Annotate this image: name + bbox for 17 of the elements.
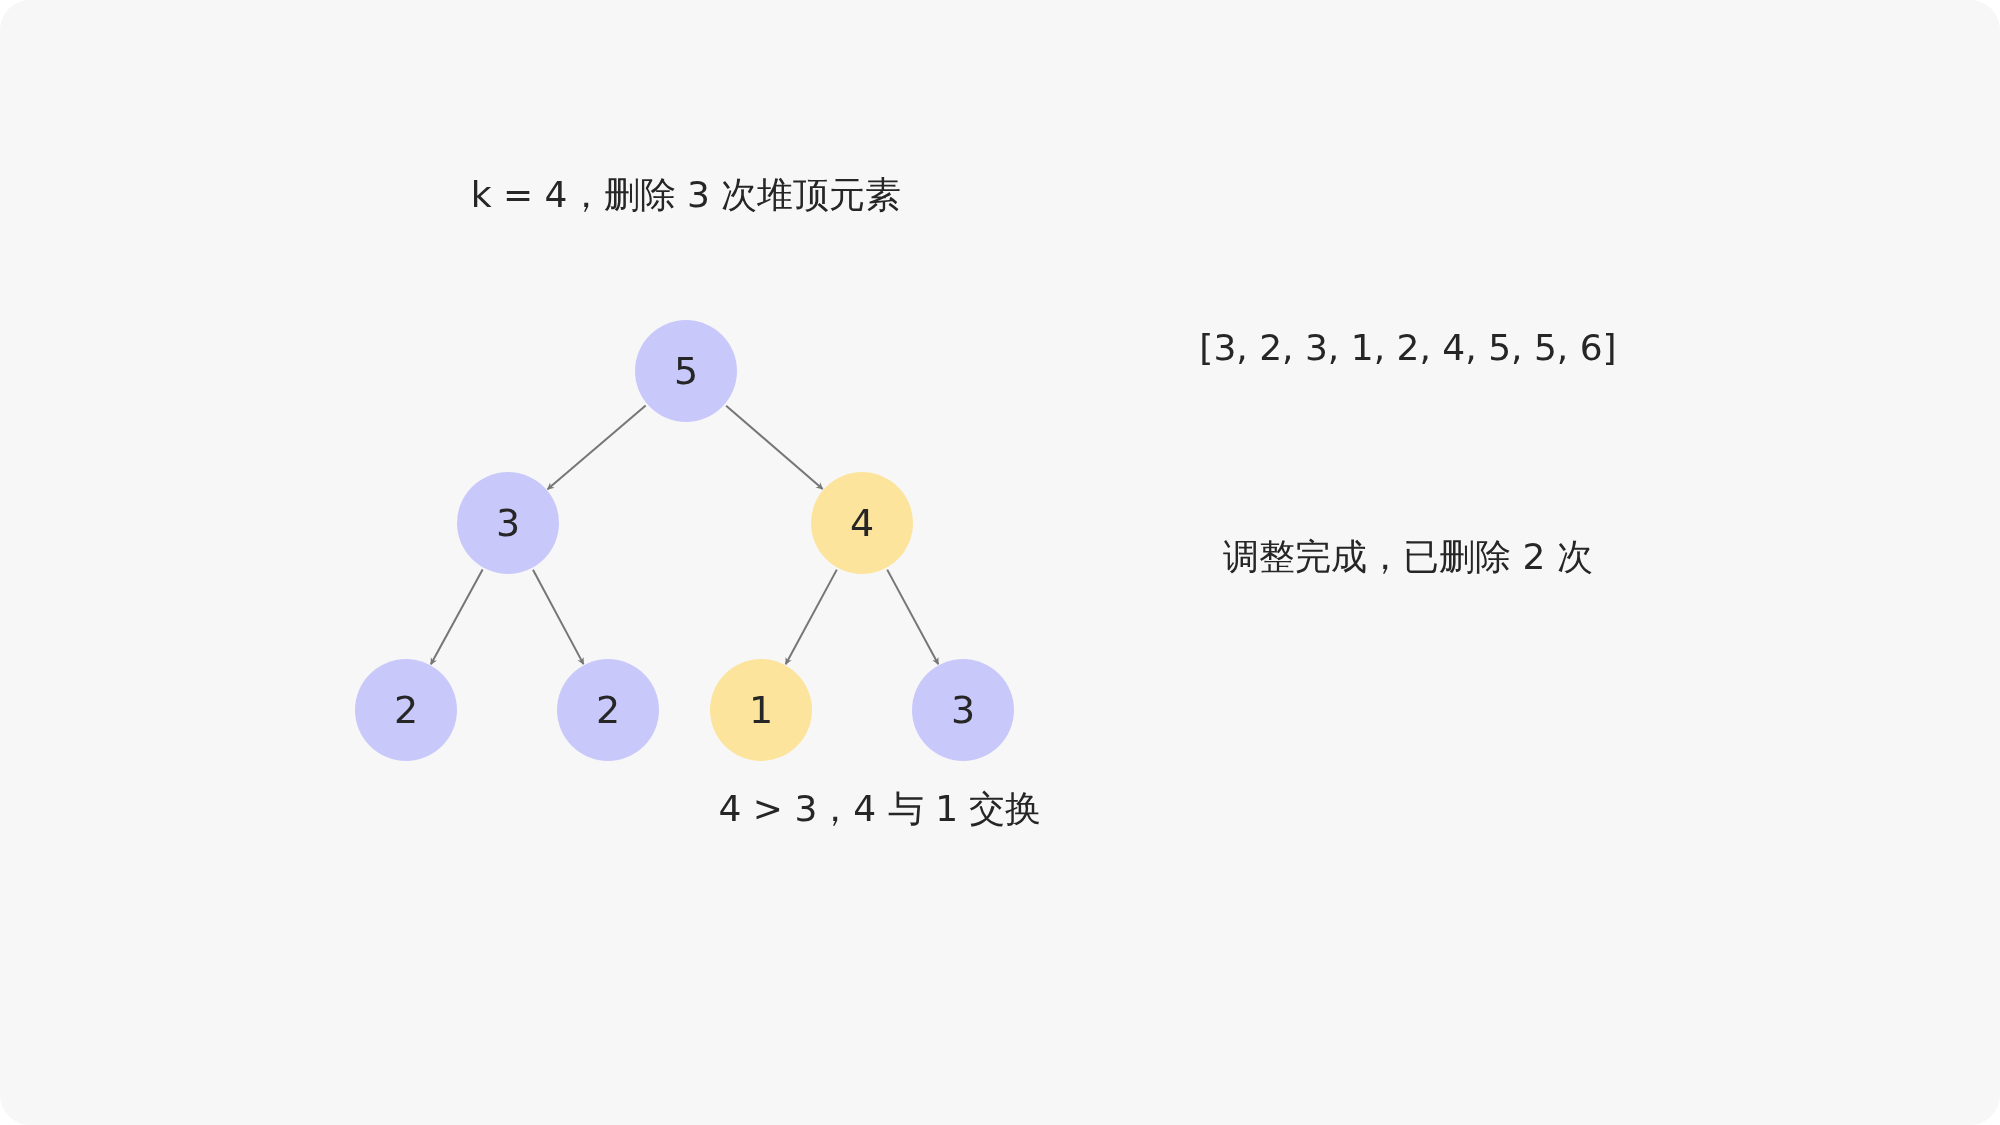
heap-node-circle: 1	[710, 659, 812, 761]
step-note: 4 > 3，4 与 1 交换	[718, 786, 1042, 831]
heap-node-circle: 4	[811, 472, 913, 574]
status-note: 调整完成，已删除 2 次	[1223, 534, 1593, 579]
heap-node-circle: 3	[457, 472, 559, 574]
arrow	[532, 568, 585, 666]
title: k = 4，删除 3 次堆顶元素	[470, 172, 902, 217]
arrow	[784, 568, 838, 666]
arrow	[546, 404, 647, 491]
arrow	[886, 568, 940, 666]
arrow	[725, 404, 824, 490]
array-text: [3, 2, 3, 1, 2, 4, 5, 5, 6]	[1199, 326, 1617, 368]
arrow	[429, 568, 484, 666]
heap-node-circle: 3	[912, 659, 1014, 761]
heap-node-circle: 2	[557, 659, 659, 761]
heap-node-circle: 2	[355, 659, 457, 761]
heap-node-circle: 5	[635, 320, 737, 422]
